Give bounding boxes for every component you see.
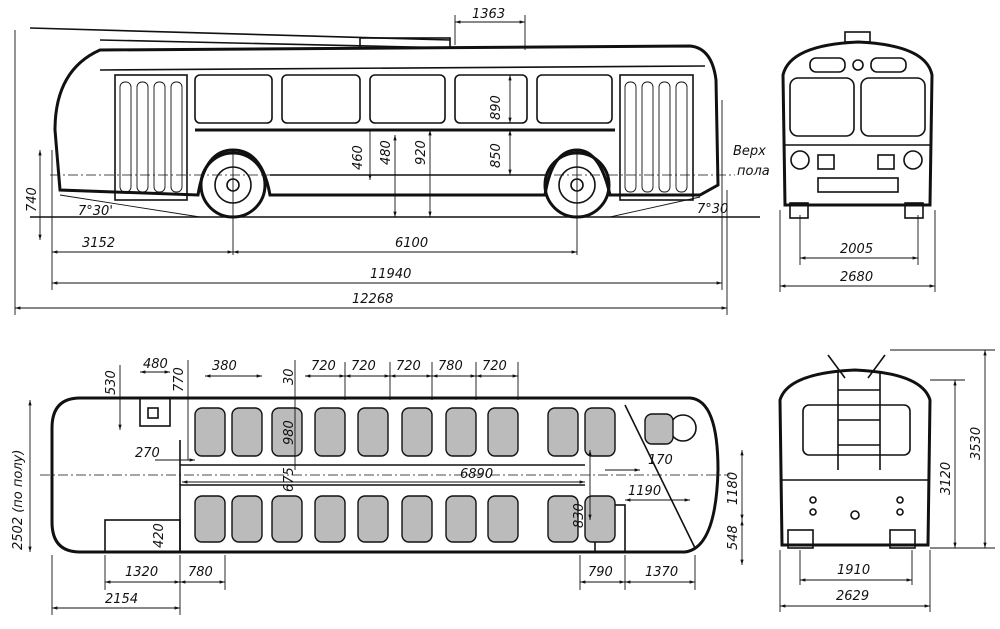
seat [445, 407, 477, 457]
dim-850: 850 [489, 143, 504, 168]
seat [644, 413, 674, 445]
windshield-right [860, 77, 926, 137]
pole-right [867, 354, 886, 379]
seat [314, 407, 346, 457]
headlight-right [903, 150, 923, 170]
dim-12268: 12268 [352, 292, 393, 307]
driver-seat [139, 397, 171, 427]
seat [357, 407, 389, 457]
seat [547, 407, 579, 457]
seat [231, 495, 263, 543]
rear-angle: 7°30 [697, 202, 728, 217]
pitch-dim-label: 720 [351, 359, 376, 374]
dim-2005: 2005 [840, 242, 873, 257]
dim-11940: 11940 [370, 267, 411, 282]
dim-548: 548 [726, 525, 741, 550]
dim-1180: 1180 [726, 472, 741, 505]
dim-1363: 1363 [472, 7, 505, 22]
dim-6890: 6890 [460, 467, 493, 482]
seat [194, 495, 226, 543]
dim-480-plan: 480 [143, 357, 168, 372]
dim-380: 380 [212, 359, 237, 374]
pitch-dim-label: 780 [438, 359, 463, 374]
dim-480: 480 [379, 140, 394, 165]
pitch-dim-label: 720 [311, 359, 336, 374]
seat [584, 495, 616, 543]
dim-2680: 2680 [840, 270, 873, 285]
trolley-pole [29, 27, 451, 41]
seat [231, 407, 263, 457]
front-angle: 7°30' [78, 204, 113, 219]
dim-170: 170 [648, 453, 673, 468]
seat [401, 495, 433, 543]
seat [487, 407, 519, 457]
dim-270: 270 [135, 446, 160, 461]
dim-6100: 6100 [395, 236, 428, 251]
side-windows [194, 74, 613, 124]
dim-2502: 2502 (по полу) [11, 450, 26, 550]
rear-view: 3530 3120 1910 2629 [778, 349, 995, 612]
dim-1190: 1190 [628, 484, 661, 499]
dim-2629: 2629 [836, 589, 869, 604]
dim-790: 790 [588, 565, 613, 580]
seat [271, 407, 303, 457]
floor-top-label-2: пола [737, 164, 770, 179]
front-view: 2005 2680 [779, 31, 936, 292]
seat [584, 407, 616, 457]
dim-1370: 1370 [645, 565, 678, 580]
floor-outline [50, 396, 720, 554]
dim-530: 530 [104, 370, 119, 395]
rear-window [802, 404, 911, 456]
dim-3152: 3152 [82, 236, 115, 251]
seat [401, 407, 433, 457]
dim-920: 920 [414, 140, 429, 165]
seats [194, 407, 674, 543]
dim-3120: 3120 [939, 462, 954, 495]
windshield-left [789, 77, 855, 137]
floor-top-label-1: Верх [733, 144, 766, 159]
dim-770: 770 [172, 367, 187, 392]
seat [194, 407, 226, 457]
dim-675: 675 [282, 467, 297, 492]
seat [357, 495, 389, 543]
front-door [114, 74, 188, 201]
seat [314, 495, 346, 543]
headlight-left [790, 150, 810, 170]
pitch-dim-label: 720 [396, 359, 421, 374]
seat-pitch-dims: 720 720 720 780 720 [305, 359, 519, 400]
side-view: 1363 890 850 460 480 920 Верх пола 740 7… [14, 7, 770, 315]
dim-890: 890 [489, 95, 504, 120]
seat [547, 495, 579, 543]
dim-1910: 1910 [837, 563, 870, 578]
dim-3530: 3530 [969, 427, 984, 460]
seat [271, 495, 303, 543]
rear-door [619, 74, 694, 201]
dim-420: 420 [152, 523, 167, 548]
pitch-dim-label: 720 [482, 359, 507, 374]
dim-980: 980 [282, 420, 297, 445]
dim-30: 30 [282, 368, 297, 385]
dim-460: 460 [351, 145, 366, 170]
plan-view: 480 530 770 380 30 720 720 720 780 720 270 9… [11, 357, 744, 615]
dim-740: 740 [25, 187, 40, 212]
dim-780-plan: 780 [188, 565, 213, 580]
seat [487, 495, 519, 543]
seat [445, 495, 477, 543]
pole-left [827, 354, 846, 379]
dim-2154: 2154 [105, 592, 138, 607]
dim-1320: 1320 [125, 565, 158, 580]
dim-830: 830 [572, 503, 587, 528]
